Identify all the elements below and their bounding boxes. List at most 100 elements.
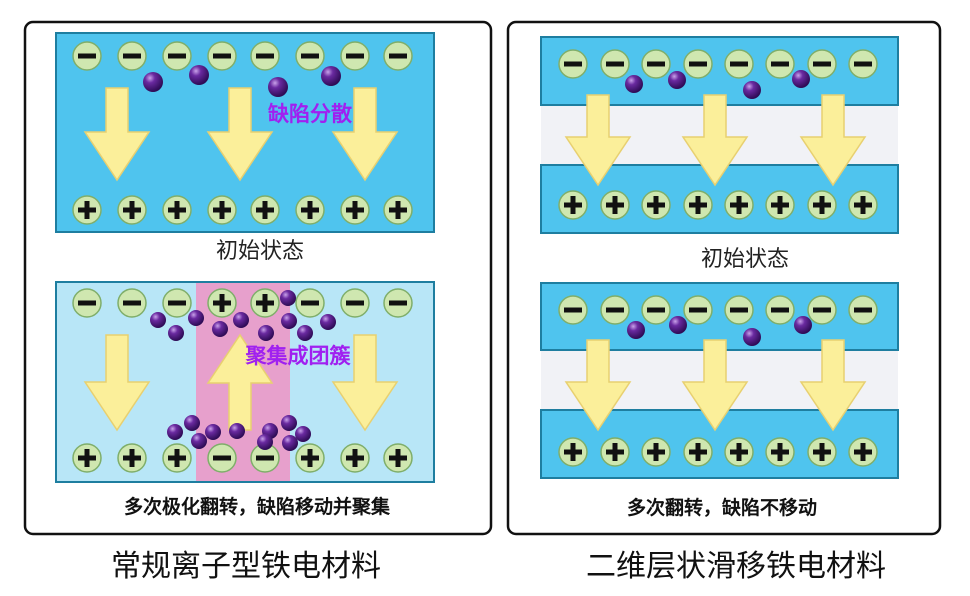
left-top-caption: 初始状态 — [216, 239, 304, 264]
charge-bar — [689, 61, 707, 67]
positive-charge-icon — [848, 190, 878, 220]
left-bottom-annotation: 聚集成团簇 — [245, 344, 352, 368]
charge-bar-vertical — [352, 201, 358, 219]
positive-charge-icon — [340, 443, 370, 473]
positive-charge-icon — [765, 437, 795, 467]
charge-bar — [168, 53, 186, 59]
charge-bar-vertical — [570, 196, 576, 214]
positive-charge-icon — [72, 443, 102, 473]
left-panel-title: 常规离子型铁电材料 — [111, 549, 381, 584]
defect-particle — [794, 316, 812, 334]
charge-bar — [564, 307, 582, 313]
positive-charge-icon — [848, 437, 878, 467]
right-panel-title: 二维层状滑移铁电材料 — [586, 549, 886, 584]
defect-particle — [233, 312, 249, 328]
negative-charge-icon — [765, 49, 795, 79]
charge-bar — [301, 300, 319, 306]
polarization-arrow-down-icon — [83, 334, 151, 432]
charge-bar — [168, 300, 186, 306]
positive-charge-icon — [641, 190, 671, 220]
charge-bar-vertical — [307, 201, 313, 219]
charge-bar-vertical — [262, 294, 268, 312]
negative-charge-icon — [207, 41, 237, 71]
charge-bar-vertical — [219, 294, 225, 312]
charge-bar — [346, 53, 364, 59]
charge-bar — [123, 300, 141, 306]
negative-charge-icon — [807, 49, 837, 79]
charge-bar — [813, 307, 831, 313]
defect-particle — [743, 81, 761, 99]
negative-charge-icon — [600, 49, 630, 79]
charge-bar — [730, 61, 748, 67]
polarization-arrow-down-icon — [681, 94, 749, 187]
defect-particle — [281, 313, 297, 329]
charge-bar-vertical — [395, 201, 401, 219]
positive-charge-icon — [383, 195, 413, 225]
charge-bar — [389, 53, 407, 59]
charge-bar-vertical — [307, 449, 313, 467]
polarization-arrow-down-icon — [83, 87, 151, 182]
charge-bar — [771, 61, 789, 67]
charge-bar — [78, 53, 96, 59]
defect-particle — [625, 75, 643, 93]
charge-bar — [730, 307, 748, 313]
negative-charge-icon — [72, 41, 102, 71]
defect-particle — [229, 423, 245, 439]
charge-bar — [813, 61, 831, 67]
charge-bar — [606, 307, 624, 313]
charge-bar-vertical — [129, 201, 135, 219]
negative-charge-icon — [848, 295, 878, 325]
negative-charge-icon — [117, 288, 147, 318]
defect-particle — [282, 435, 298, 451]
charge-bar — [256, 53, 274, 59]
defect-particle — [297, 325, 313, 341]
defect-particle — [189, 65, 209, 85]
charge-bar — [689, 307, 707, 313]
defect-particle — [257, 434, 273, 450]
charge-bar-vertical — [219, 201, 225, 219]
charge-bar — [256, 455, 274, 461]
right-bottom-caption: 多次翻转，缺陷不移动 — [627, 496, 817, 519]
charge-bar-vertical — [736, 443, 742, 461]
charge-bar-vertical — [129, 449, 135, 467]
charge-bar — [647, 307, 665, 313]
charge-bar — [854, 61, 872, 67]
defect-particle — [184, 415, 200, 431]
charge-bar — [389, 300, 407, 306]
charge-bar-vertical — [653, 443, 659, 461]
negative-charge-icon — [117, 41, 147, 71]
negative-charge-icon — [250, 443, 280, 473]
negative-charge-icon — [683, 295, 713, 325]
negative-charge-icon — [383, 41, 413, 71]
charge-bar-vertical — [695, 443, 701, 461]
defect-particle — [205, 424, 221, 440]
positive-charge-icon — [250, 195, 280, 225]
positive-charge-icon — [807, 190, 837, 220]
positive-charge-icon — [807, 437, 837, 467]
charge-bar-vertical — [736, 196, 742, 214]
defect-particle — [627, 321, 645, 339]
negative-charge-icon — [641, 295, 671, 325]
negative-charge-icon — [72, 288, 102, 318]
charge-bar — [213, 455, 231, 461]
charge-bar-vertical — [777, 443, 783, 461]
charge-bar-vertical — [262, 201, 268, 219]
polarization-arrow-down-icon — [564, 94, 632, 187]
charge-bar-vertical — [570, 443, 576, 461]
charge-bar-vertical — [653, 196, 659, 214]
positive-charge-icon — [207, 195, 237, 225]
defect-particle — [280, 290, 296, 306]
defect-particle — [295, 426, 311, 442]
defect-particle — [668, 71, 686, 89]
defect-particle — [191, 433, 207, 449]
charge-bar — [854, 307, 872, 313]
charge-bar — [78, 300, 96, 306]
charge-bar — [564, 61, 582, 67]
defect-particle — [188, 310, 204, 326]
defect-particle — [258, 325, 274, 341]
charge-bar — [606, 61, 624, 67]
negative-charge-icon — [162, 288, 192, 318]
defect-particle — [669, 316, 687, 334]
negative-charge-icon — [600, 295, 630, 325]
